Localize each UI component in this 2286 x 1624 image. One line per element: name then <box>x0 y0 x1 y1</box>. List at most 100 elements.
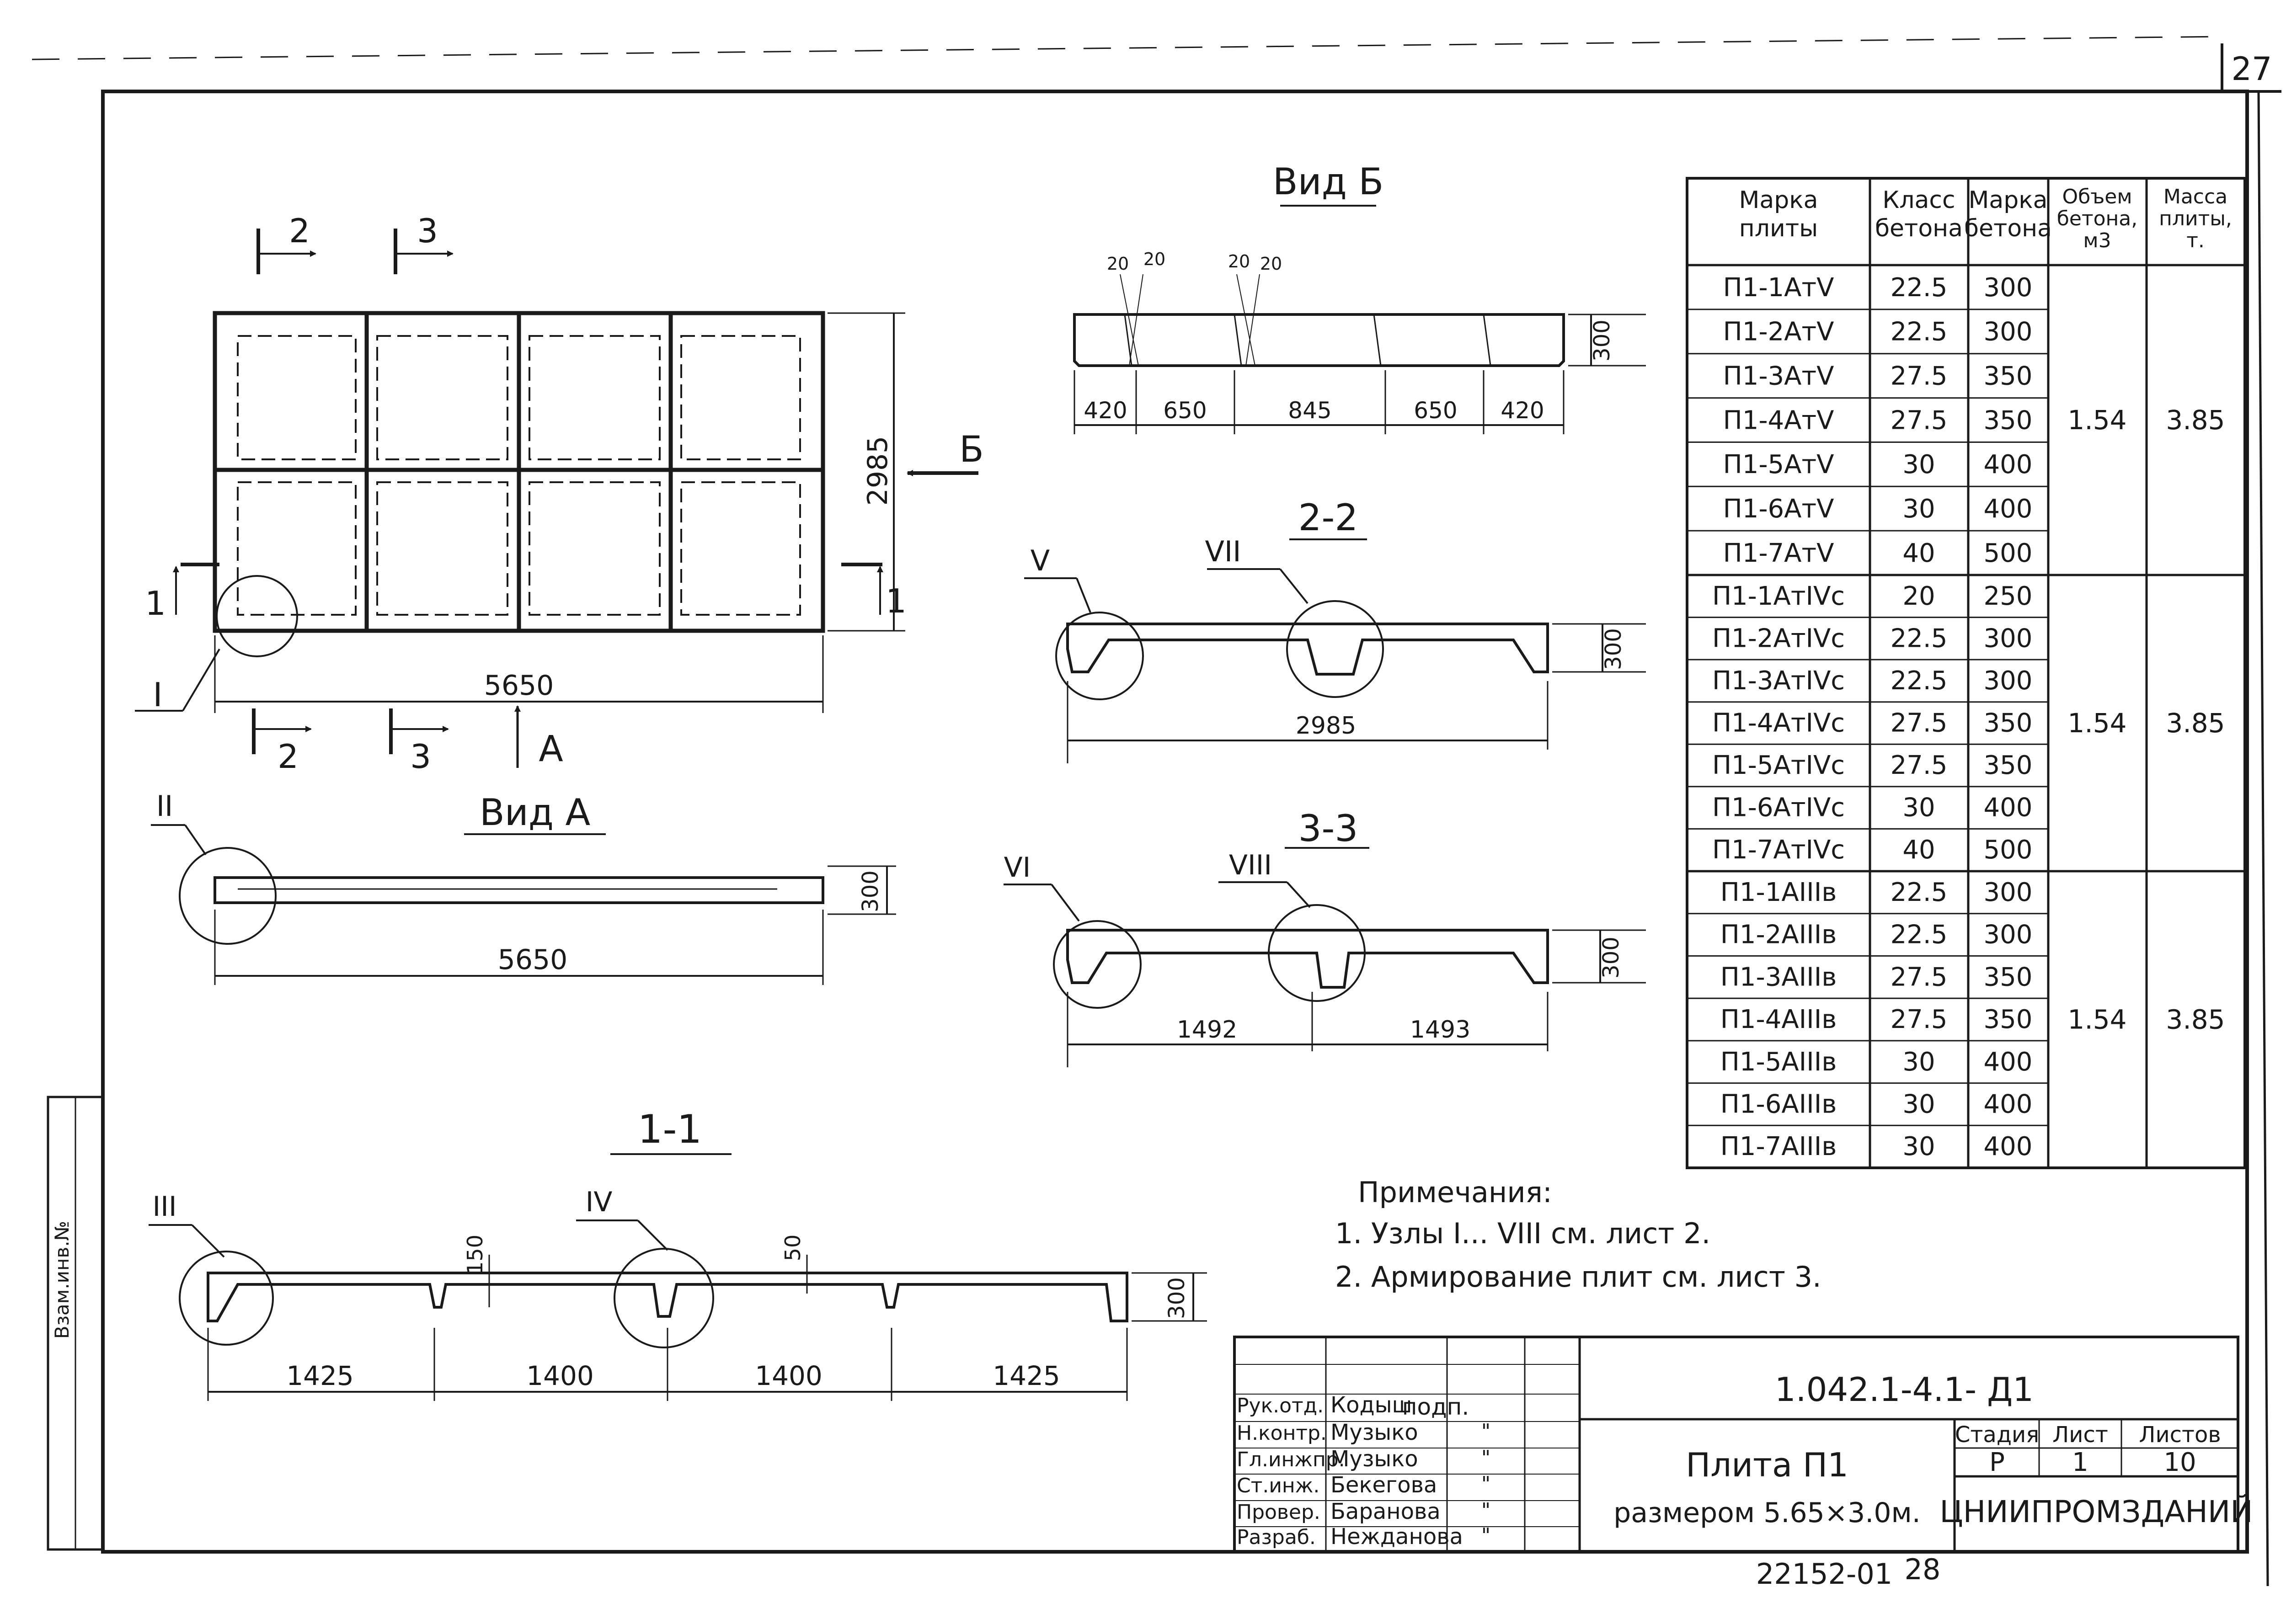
section-3-3-dim-right: 1493 <box>1410 1016 1470 1044</box>
table-cell: 30 <box>1902 1132 1935 1161</box>
section-1-1-rib-50: 50 <box>780 1235 805 1262</box>
table-cell: 27.5 <box>1891 405 1948 435</box>
table-header-cell: м3 <box>2083 229 2111 252</box>
view-b-small-dim-3: 20 <box>1228 251 1250 272</box>
plan-length-dim: 5650 <box>484 670 554 702</box>
table-cell: 27.5 <box>1891 751 1948 780</box>
section-1-1-dim-4: 1425 <box>993 1360 1060 1391</box>
table-cell: 400 <box>1984 1089 2033 1119</box>
table-cell: 40 <box>1902 835 1935 865</box>
table-cell: 20 <box>1902 581 1935 611</box>
view-b-dim-1: 420 <box>1084 397 1127 424</box>
section-1-1-dim-2: 1400 <box>526 1360 594 1391</box>
sheets-value: 10 <box>2163 1448 2196 1477</box>
plate-mark-cell: П1-4АтV <box>1723 405 1834 435</box>
plate-mark-cell: П1-5АтV <box>1723 450 1834 479</box>
table-cell: 300 <box>1984 317 2033 347</box>
mass-cell: 3.85 <box>2166 405 2225 436</box>
plate-mark-cell: П1-6АтV <box>1723 494 1834 524</box>
table-cell: 22.5 <box>1891 273 1948 303</box>
table-header-cell: Масса <box>2163 185 2227 208</box>
signatory-role: Гл.инжпр. <box>1237 1448 1345 1471</box>
view-b-height: 300 <box>1589 319 1615 362</box>
section-mark-2-top: 2 <box>289 212 310 250</box>
signature-mark: " <box>1481 1446 1490 1470</box>
signatory-role: Разраб. <box>1237 1526 1316 1549</box>
plate-mark-cell: П1-7АтIVс <box>1712 835 1845 865</box>
view-b-dim-4: 650 <box>1414 397 1457 424</box>
view-b <box>1073 205 1646 434</box>
notes-title: Примечания: <box>1358 1176 1552 1209</box>
table-cell: 22.5 <box>1891 878 1948 907</box>
table-cell: 500 <box>1984 538 2033 568</box>
table-cell: 27.5 <box>1891 1005 1948 1034</box>
signature-mark: " <box>1481 1420 1490 1443</box>
table-header-cell: плиты, <box>2159 207 2232 230</box>
table-cell: 30 <box>1902 1089 1935 1119</box>
table-cell: 22.5 <box>1891 666 1948 696</box>
table-cell: 500 <box>1984 835 2033 865</box>
node-label-III: III <box>152 1191 176 1223</box>
plate-mark-cell: П1-2АтIVс <box>1712 623 1845 653</box>
section-2-2-height: 300 <box>1601 628 1626 670</box>
view-b-dim-2: 650 <box>1163 397 1207 424</box>
section-1-1 <box>149 1153 1207 1401</box>
view-arrow-b-label: Б <box>959 429 984 470</box>
node-label-IV: IV <box>586 1186 613 1218</box>
section-1-right-label: 1 <box>886 582 907 620</box>
side-stamp-label: Взам.инв.№ <box>51 1221 73 1339</box>
bottom-code: 22152-01 <box>1756 1557 1893 1591</box>
section-1-1-title: 1-1 <box>638 1107 702 1152</box>
view-arrow-a-label: A <box>539 729 563 770</box>
node-label-II: II <box>156 789 173 823</box>
signatory-name: Баранова <box>1330 1499 1441 1524</box>
signature-mark: " <box>1481 1524 1490 1547</box>
stage-value: Р <box>1989 1448 2005 1477</box>
table-header-cell: бетона <box>1964 215 2052 242</box>
section-mark-2-bottom: 2 <box>278 737 299 776</box>
table-cell: 350 <box>1984 405 2033 435</box>
signatory-role: Провер. <box>1237 1501 1320 1524</box>
table-cell: 27.5 <box>1891 362 1948 391</box>
table-header-cell: бетона <box>1875 215 1963 242</box>
table-cell: 30 <box>1902 494 1935 524</box>
signatory-role: Н.контр. <box>1237 1422 1327 1445</box>
view-b-small-dim-4: 20 <box>1260 254 1282 274</box>
node-label-VII: VII <box>1205 535 1241 568</box>
note-1: 1. Узлы I... VIII см. лист 2. <box>1335 1217 1710 1250</box>
section-1-1-dim-3: 1400 <box>755 1360 823 1391</box>
plate-mark-cell: П1-1АтV <box>1723 273 1834 303</box>
sheet-label: Лист <box>2052 1422 2108 1448</box>
table-cell: 400 <box>1984 1047 2033 1077</box>
section-1-1-height: 300 <box>1164 1277 1190 1319</box>
product-size: размером 5.65×3.0м. <box>1613 1497 1921 1529</box>
organization: ЦНИИПРОМЗДАНИЙ <box>1939 1494 2253 1529</box>
table-header-cell: Марка <box>1968 186 2047 214</box>
table-cell: 300 <box>1984 273 2033 303</box>
signatory-name: Музыко <box>1330 1446 1418 1472</box>
stage-label: Стадия <box>1955 1422 2039 1448</box>
table-cell: 400 <box>1984 494 2033 524</box>
sheet-value: 1 <box>2072 1448 2088 1477</box>
node-label-VI: VI <box>1004 852 1031 884</box>
bottom-page: 28 <box>1905 1553 1941 1586</box>
table-cell: 300 <box>1984 920 2033 950</box>
drawing-code: 1.042.1-4.1- Д1 <box>1775 1370 2034 1409</box>
table-cell: 400 <box>1984 1132 2033 1161</box>
sheet-frame <box>32 36 2281 1587</box>
signatory-name: Кодыш <box>1330 1392 1412 1418</box>
section-1-1-dim-1: 1425 <box>286 1360 354 1391</box>
table-cell: 350 <box>1984 362 2033 391</box>
sign-column-header: подп. <box>1402 1394 1469 1420</box>
signatory-name: Бекегова <box>1330 1472 1437 1498</box>
section-2-2-dim: 2985 <box>1296 712 1356 740</box>
table-cell: 300 <box>1984 878 2033 907</box>
table-cell: 350 <box>1984 751 2033 780</box>
volume-cell: 1.54 <box>2067 708 2126 739</box>
plan-view <box>135 229 978 768</box>
table-cell: 300 <box>1984 623 2033 653</box>
table-cell: 27.5 <box>1891 708 1948 738</box>
mass-cell: 3.85 <box>2166 1004 2225 1035</box>
plate-mark-cell: П1-6АIIIв <box>1720 1089 1837 1119</box>
